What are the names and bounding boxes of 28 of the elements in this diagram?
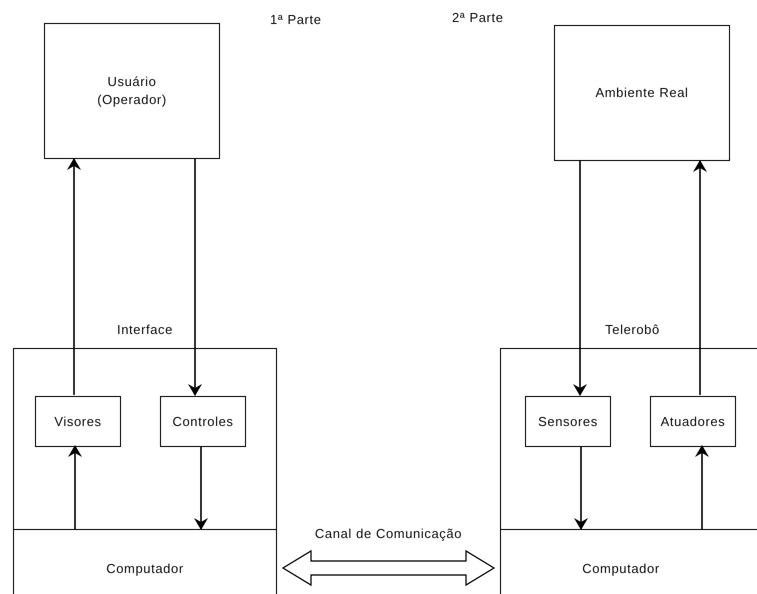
block-box bbox=[13, 529, 277, 594]
box-label: Computador bbox=[106, 560, 184, 578]
double-arrow bbox=[282, 550, 496, 586]
block-heading: Telerobô bbox=[604, 322, 661, 337]
box-label: Sensores bbox=[538, 412, 598, 430]
arrow bbox=[68, 445, 82, 529]
box-label: Atuadores bbox=[660, 412, 726, 430]
box-label: Computador bbox=[582, 560, 660, 578]
arrow bbox=[188, 159, 202, 396]
box-label: Ambiente Real bbox=[595, 84, 689, 102]
component-box bbox=[525, 396, 611, 447]
part-label: 2ª Parte bbox=[452, 10, 504, 25]
box-label: Usuário (Operador) bbox=[96, 73, 168, 109]
box-label: Controles bbox=[172, 412, 234, 430]
block-heading: Interface bbox=[116, 322, 174, 337]
part-label: 1ª Parte bbox=[270, 12, 322, 27]
component-box bbox=[160, 396, 246, 447]
arrow bbox=[573, 161, 587, 396]
block-box bbox=[554, 25, 730, 161]
arrow bbox=[574, 446, 588, 530]
arrow bbox=[693, 160, 707, 395]
component-box bbox=[35, 396, 121, 447]
component-box bbox=[650, 396, 736, 447]
box-label: Visores bbox=[54, 412, 102, 430]
arrow bbox=[67, 158, 81, 395]
block-box bbox=[44, 23, 220, 159]
arrow bbox=[695, 445, 709, 529]
arrow bbox=[194, 446, 208, 530]
